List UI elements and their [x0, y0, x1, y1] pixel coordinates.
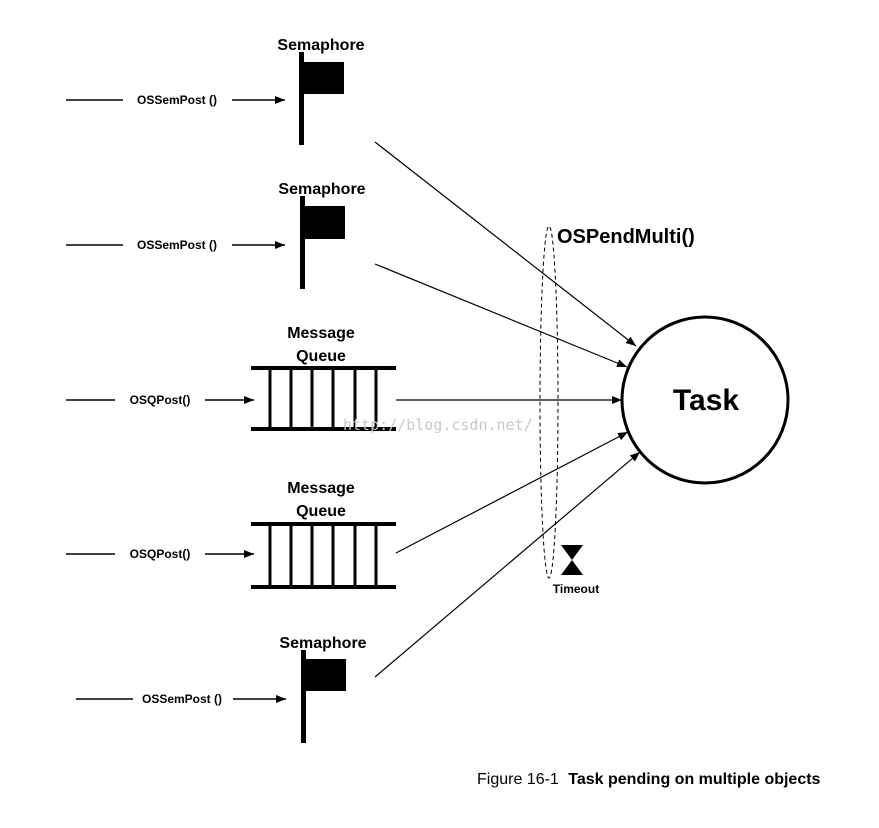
semaphore-3-flag: [306, 659, 346, 691]
arrow-queue-2-to-task: [395, 431, 629, 554]
message-queue-1-title-line1: Message: [287, 325, 355, 342]
arrow-semaphore-1-to-task: [374, 141, 637, 347]
figure-caption-number: Figure 16-1: [477, 771, 559, 788]
task-circle: [620, 315, 790, 485]
pend-multi-label: OSPendMulti(): [557, 226, 695, 248]
message-queue-1-post-label: OSQPost(): [130, 393, 191, 407]
message-queue-2-title-line2: Queue: [296, 503, 346, 520]
semaphore-3: Semaphore OSSemPost (): [76, 635, 367, 743]
semaphore-2-flag: [305, 206, 345, 239]
hourglass-icon: [561, 545, 583, 575]
semaphore-1: Semaphore OSSemPost (): [66, 37, 365, 145]
semaphore-2-title: Semaphore: [278, 181, 365, 198]
semaphore-1-post-label: OSSemPost (): [137, 93, 217, 107]
semaphore-1-flag-pole: [299, 52, 304, 145]
semaphore-1-title: Semaphore: [277, 37, 364, 54]
figure-caption: Figure 16-1 Task pending on multiple obj…: [477, 771, 821, 788]
arrow-semaphore-3-to-task: [374, 451, 641, 678]
message-queue-2-buffer: [251, 522, 396, 589]
semaphore-3-title: Semaphore: [279, 635, 366, 652]
message-queue-1-buffer: [251, 366, 396, 431]
message-queue-1: Message Queue OSQPost(): [66, 325, 396, 431]
semaphore-3-flag-pole: [301, 650, 306, 743]
watermark-text: http://blog.csdn.net/: [343, 416, 533, 434]
message-queue-1-title-line2: Queue: [296, 348, 346, 365]
arrow-semaphore-2-to-task: [374, 263, 628, 368]
semaphore-2: Semaphore OSSemPost (): [66, 181, 366, 289]
figure-caption-text: Task pending on multiple objects: [568, 771, 820, 788]
message-queue-2-post-label: OSQPost(): [130, 547, 191, 561]
semaphore-3-post-label: OSSemPost (): [142, 692, 222, 706]
semaphore-2-post-label: OSSemPost (): [137, 238, 217, 252]
semaphore-2-flag-pole: [300, 196, 305, 289]
message-queue-2-title-line1: Message: [287, 480, 355, 497]
pend-multi-ellipse: [539, 225, 559, 579]
message-queue-2: Message Queue OSQPost(): [66, 480, 396, 589]
task-label: Task: [673, 384, 739, 417]
timeout-label: Timeout: [553, 582, 599, 596]
semaphore-1-flag: [304, 62, 344, 94]
